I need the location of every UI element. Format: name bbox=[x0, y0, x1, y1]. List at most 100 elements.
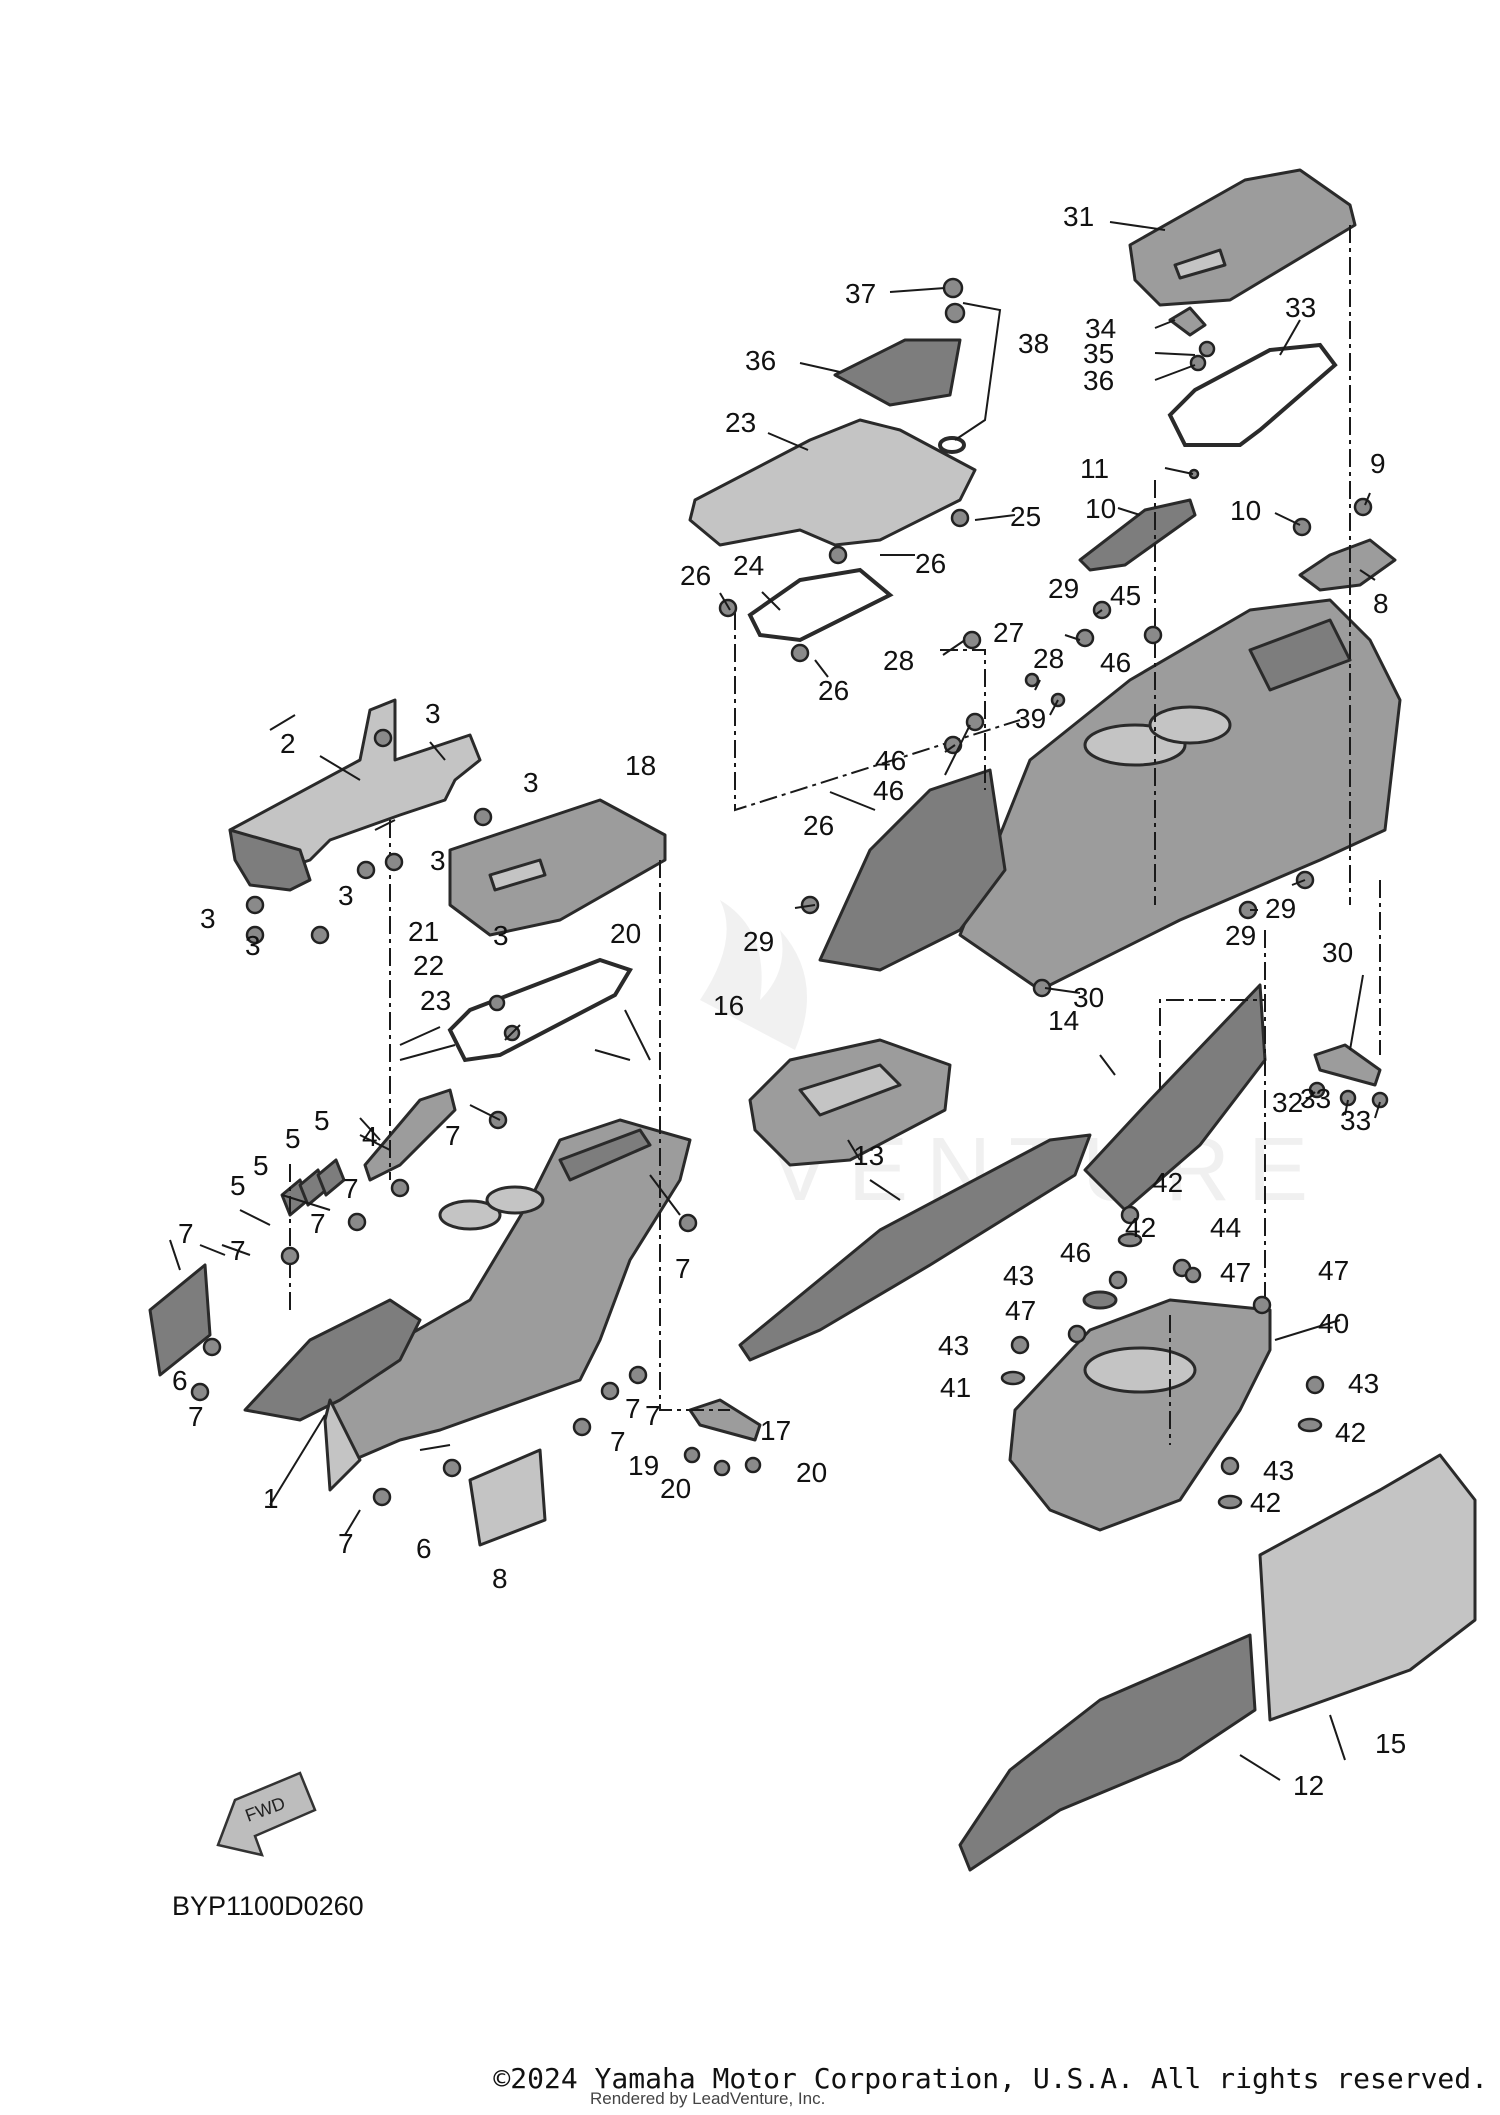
callout-47: 46 bbox=[1060, 1237, 1091, 1268]
part-9-bracket bbox=[1298, 538, 1397, 592]
callout-26: 25 bbox=[1010, 501, 1041, 532]
part-1-cupholder-a bbox=[438, 1199, 502, 1231]
part-37-tray-lid bbox=[833, 338, 962, 407]
callouts: 1 2 3 3 3 3 3 3 3 4 5 5 5 5 6 6 7 7 7 7 … bbox=[172, 201, 1406, 1801]
callout-7: 7 bbox=[625, 1393, 641, 1424]
callout-13: 12 bbox=[1293, 1770, 1324, 1801]
part-27-cupholder-b bbox=[1148, 705, 1232, 745]
callout-35: 34 bbox=[1085, 313, 1116, 344]
callout-20: 20 bbox=[660, 1473, 691, 1504]
part-32-armrest-lid bbox=[1128, 168, 1357, 307]
callout-7: 7 bbox=[343, 1173, 359, 1204]
part-31-bracket bbox=[1313, 1043, 1382, 1087]
callout-6: 6 bbox=[172, 1365, 188, 1396]
rendered-by-credit: Rendered by LeadVenture, Inc. bbox=[590, 2089, 826, 2108]
callout-46: 45 bbox=[1110, 580, 1141, 611]
callout-41: 40 bbox=[1318, 1308, 1349, 1339]
callout-5: 5 bbox=[314, 1105, 330, 1136]
assembly-lines bbox=[289, 225, 1381, 1445]
part-27-console-body bbox=[958, 598, 1402, 992]
callout-1: 1 bbox=[263, 1483, 279, 1514]
part-2-cupholder bbox=[228, 828, 312, 892]
part-27-side-panel bbox=[818, 768, 1007, 972]
part-34-gasket bbox=[1167, 342, 1338, 447]
callout-5: 5 bbox=[285, 1123, 301, 1154]
callout-18: 17 bbox=[760, 1415, 791, 1446]
part-17-inner bbox=[798, 1063, 902, 1117]
callout-28: 27 bbox=[993, 617, 1024, 648]
callout-42: 42 bbox=[1125, 1212, 1156, 1243]
part-19-handle bbox=[488, 858, 547, 892]
callout-43: 43 bbox=[938, 1330, 969, 1361]
callout-39: 38 bbox=[1018, 328, 1049, 359]
callout-3: 3 bbox=[430, 845, 446, 876]
part-16-panel bbox=[1258, 1453, 1477, 1722]
part-5-pad-c bbox=[316, 1158, 346, 1197]
callout-33: 32 bbox=[1272, 1087, 1303, 1118]
callout-7: 6 bbox=[416, 1533, 432, 1564]
leadventure-watermark: VENTURE bbox=[700, 900, 1308, 1220]
part-19-armrest-lid bbox=[448, 798, 667, 937]
part-8-side-panel-lower bbox=[468, 1448, 547, 1547]
callout-7: 7 bbox=[675, 1253, 691, 1284]
callout-20: 19 bbox=[628, 1450, 659, 1481]
callout-36: 35 bbox=[1083, 338, 1114, 369]
callout-11: 10 bbox=[1085, 493, 1116, 524]
callout-33: 33 bbox=[1300, 1083, 1331, 1114]
callout-7: 7 bbox=[230, 1235, 246, 1266]
callout-8: 7 bbox=[178, 1218, 194, 1249]
callout-3: 3 bbox=[425, 698, 441, 729]
copyright-notice: ©2024 Yamaha Motor Corporation, U.S.A. A… bbox=[493, 2062, 1488, 2095]
callout-7: 7 bbox=[645, 1400, 661, 1431]
callout-3: 3 bbox=[200, 903, 216, 934]
callout-44: 43 bbox=[1003, 1260, 1034, 1291]
part-18-bracket bbox=[688, 1398, 762, 1442]
callout-43: 43 bbox=[1263, 1455, 1294, 1486]
callout-28: 28 bbox=[1033, 643, 1064, 674]
callout-16: 15 bbox=[1375, 1728, 1406, 1759]
callout-31: 30 bbox=[1322, 937, 1353, 968]
part-35-latch bbox=[1168, 306, 1207, 337]
callout-46: 46 bbox=[875, 745, 906, 776]
callout-6: 5 bbox=[230, 1170, 246, 1201]
callout-29: 29 bbox=[1225, 920, 1256, 951]
fwd-arrow-icon: FWD bbox=[216, 1771, 317, 1857]
callout-7: 7 bbox=[610, 1426, 626, 1457]
part-41-lower-tray bbox=[1008, 1298, 1272, 1532]
callout-3: 3 bbox=[338, 880, 354, 911]
leader-lines bbox=[169, 221, 1381, 1781]
callout-9: 8 bbox=[1373, 588, 1389, 619]
part-44-cap bbox=[1082, 1290, 1118, 1310]
part-4-trim bbox=[363, 1088, 457, 1182]
part-13-panel bbox=[958, 1633, 1257, 1872]
callout-33: 33 bbox=[1340, 1105, 1371, 1136]
callout-10: 10 bbox=[1230, 495, 1261, 526]
part-1-lower-panel bbox=[323, 1398, 362, 1492]
callout-47: 47 bbox=[1220, 1257, 1251, 1288]
part-1-tray bbox=[558, 1128, 652, 1182]
callout-47: 47 bbox=[1318, 1255, 1349, 1286]
part-8-side-panel-upper bbox=[148, 1263, 212, 1377]
callout-7: 7 bbox=[188, 1401, 204, 1432]
part-11-cover bbox=[1078, 498, 1197, 572]
callout-38: 37 bbox=[845, 278, 876, 309]
callout-42: 41 bbox=[940, 1372, 971, 1403]
callout-42: 42 bbox=[1335, 1417, 1366, 1448]
callout-34: 33 bbox=[1285, 292, 1316, 323]
callout-4: 3 bbox=[493, 920, 509, 951]
callout-2: 2 bbox=[280, 728, 296, 759]
callout-32: 31 bbox=[1063, 201, 1094, 232]
callout-5: 4 bbox=[362, 1121, 378, 1152]
part-1-front-section bbox=[243, 1298, 422, 1422]
callout-14: 13 bbox=[853, 1140, 884, 1171]
callout-19: 18 bbox=[625, 750, 656, 781]
callout-37: 36 bbox=[745, 345, 776, 376]
part-14-panel bbox=[738, 1133, 1092, 1362]
part-41-well bbox=[1083, 1346, 1197, 1394]
callout-29: 29 bbox=[1048, 573, 1079, 604]
callout-22: 21 bbox=[408, 916, 439, 947]
callout-43: 43 bbox=[1348, 1368, 1379, 1399]
callout-26: 26 bbox=[915, 548, 946, 579]
callout-40: 39 bbox=[1015, 703, 1046, 734]
